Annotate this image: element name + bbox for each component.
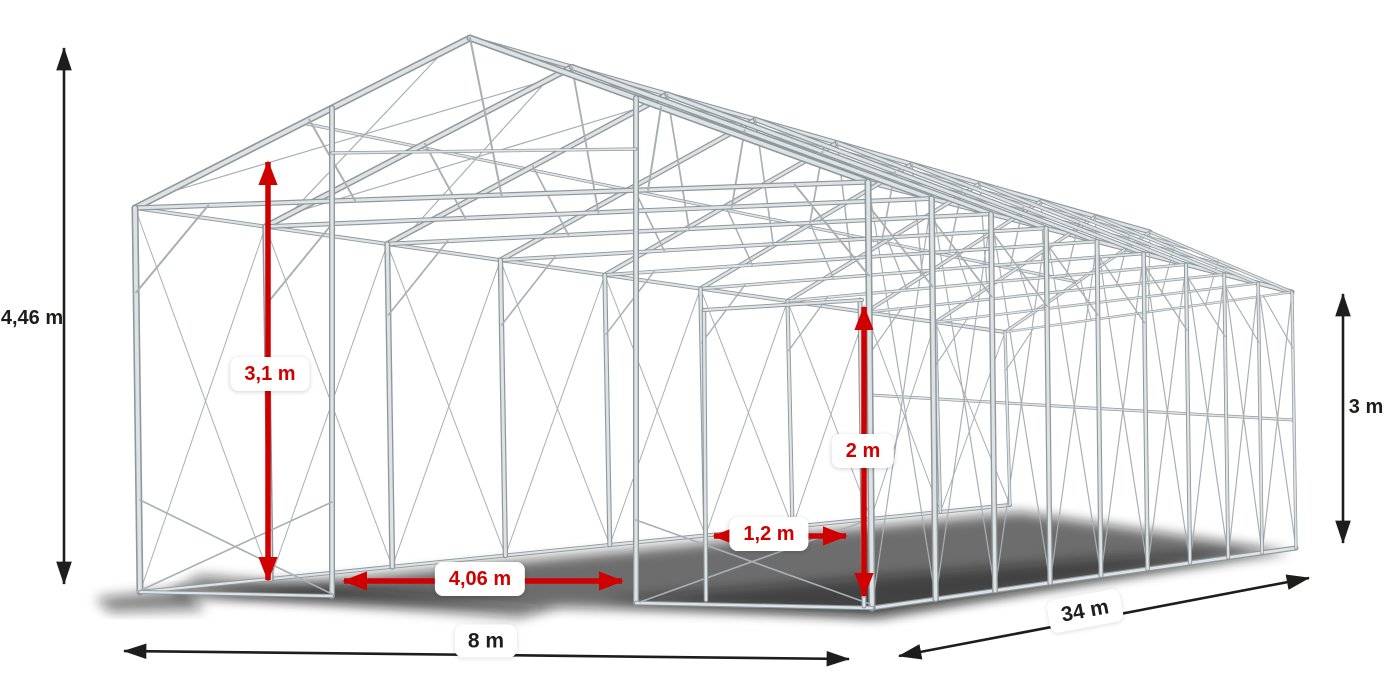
dim-label-total-height: 4,46 m — [0, 307, 64, 329]
dim-label-entrance-height: 3,1 m — [230, 357, 310, 391]
steel-frame — [131, 34, 1299, 612]
dim-label-inner-door-height: 2 m — [831, 434, 895, 468]
dim-label-entrance-width: 4,06 m — [434, 562, 526, 596]
dim-label-inner-door-width: 1,2 m — [729, 517, 809, 551]
dim-label-width: 8 m — [454, 624, 518, 658]
dim-label-side-height: 3 m — [1348, 396, 1384, 418]
